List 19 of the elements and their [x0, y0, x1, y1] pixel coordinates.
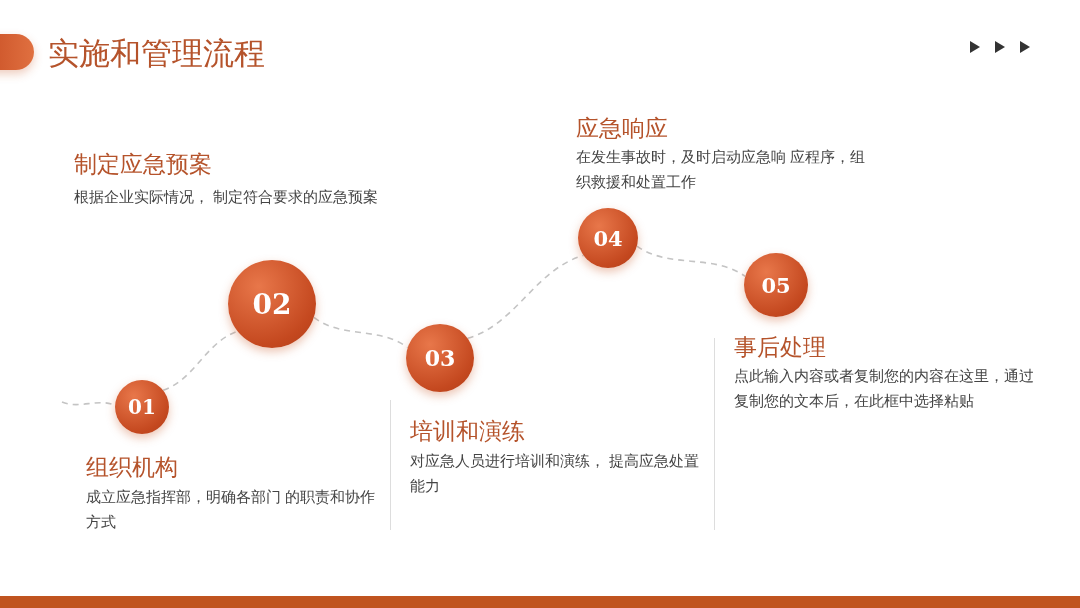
step-description: 成立应急指挥部，明确各部门 的职责和协作方式 — [86, 487, 376, 532]
step-heading: 事后处理 — [734, 333, 826, 362]
number-circle: 04 — [578, 208, 638, 268]
step-heading: 组织机构 — [86, 453, 178, 482]
slide-title: 实施和管理流程 — [48, 35, 265, 73]
connector-line — [162, 330, 239, 392]
step-description: 在发生事故时，及时启动应急响 应程序，组织救援和处置工作 — [576, 147, 867, 192]
step-heading: 制定应急预案 — [74, 150, 212, 179]
number-circle: 03 — [406, 324, 474, 392]
number-circle: 05 — [744, 253, 808, 317]
step-description: 点此输入内容或者复制您的内容在这里，通过复制您的文本后，在此框中选择粘贴 — [734, 366, 1034, 411]
step-description: 根据企业实际情况， 制定符合要求的应急预案 — [74, 187, 380, 207]
step-description: 对应急人员进行培训和演练， 提高应急处置能力 — [410, 451, 700, 496]
connector-line — [636, 245, 746, 278]
step-heading: 培训和演练 — [410, 417, 525, 446]
connector-line — [466, 254, 585, 340]
step-heading: 应急响应 — [576, 114, 668, 143]
number-circle: 01 — [115, 380, 169, 434]
number-circle: 02 — [228, 260, 316, 348]
